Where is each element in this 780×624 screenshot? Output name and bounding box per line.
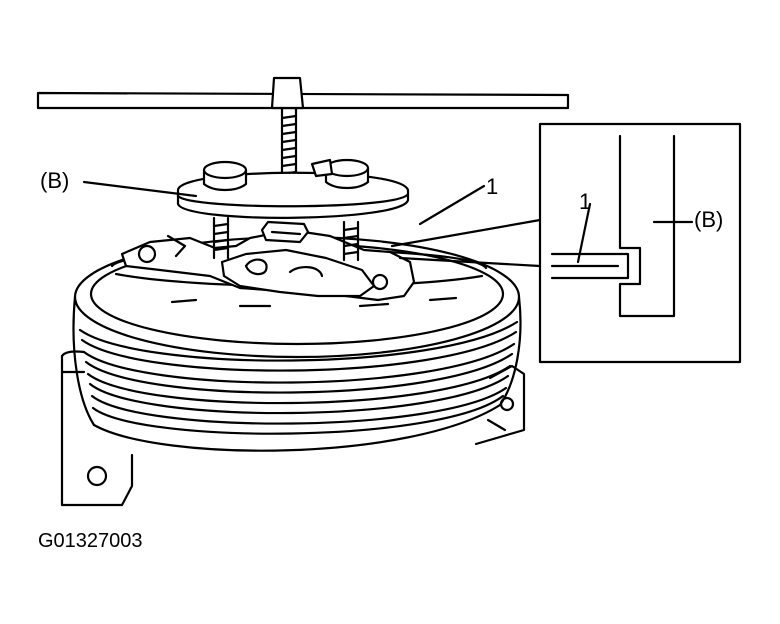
clutch-plate (120, 228, 416, 302)
compressor-body (60, 350, 526, 507)
puller-tool (36, 76, 570, 262)
inset-label-1: 1 (579, 189, 592, 214)
inset-label-b: (B) (694, 207, 724, 232)
inset-detail (390, 122, 742, 364)
leader-lines (82, 180, 694, 264)
label-b-puller: (B) (40, 168, 70, 193)
label-1-clutch-plate: 1 (486, 174, 499, 199)
figure-code: G01327003 (38, 530, 143, 552)
